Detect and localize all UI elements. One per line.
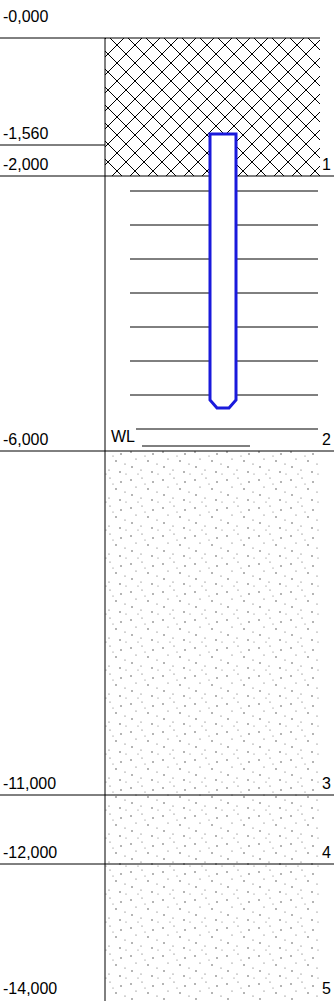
depth-label: -6,000 — [2, 431, 49, 449]
depth-label: -12,000 — [2, 844, 58, 862]
layer-number: 4 — [321, 844, 332, 862]
level-line — [0, 451, 334, 452]
sand-layer — [105, 451, 320, 1001]
layer-number: 1 — [321, 156, 332, 174]
depth-label: -1,560 — [2, 125, 49, 143]
depth-label: -2,000 — [2, 156, 49, 174]
level-line — [0, 795, 334, 796]
depth-label: -0,000 — [2, 8, 49, 26]
level-line — [0, 176, 334, 177]
level-line — [0, 145, 105, 146]
depth-label: -11,000 — [2, 775, 57, 793]
depth-label: -14,000 — [2, 980, 58, 998]
level-line — [0, 38, 320, 39]
column-edge — [105, 38, 106, 1001]
water-level-label: WL — [110, 428, 136, 446]
layer-number: 3 — [321, 775, 332, 793]
layer-number: 5 — [321, 980, 332, 998]
level-line — [0, 864, 334, 865]
pile — [210, 134, 236, 408]
water-level-line — [142, 446, 250, 447]
layer-number: 2 — [321, 431, 332, 449]
